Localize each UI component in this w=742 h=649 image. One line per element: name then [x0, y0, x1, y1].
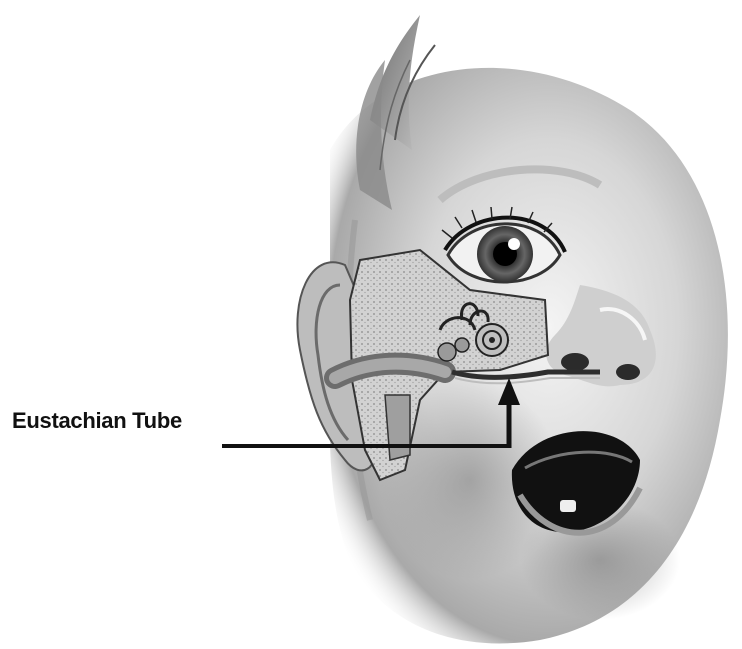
eustachian-tube-label: Eustachian Tube — [12, 408, 182, 434]
